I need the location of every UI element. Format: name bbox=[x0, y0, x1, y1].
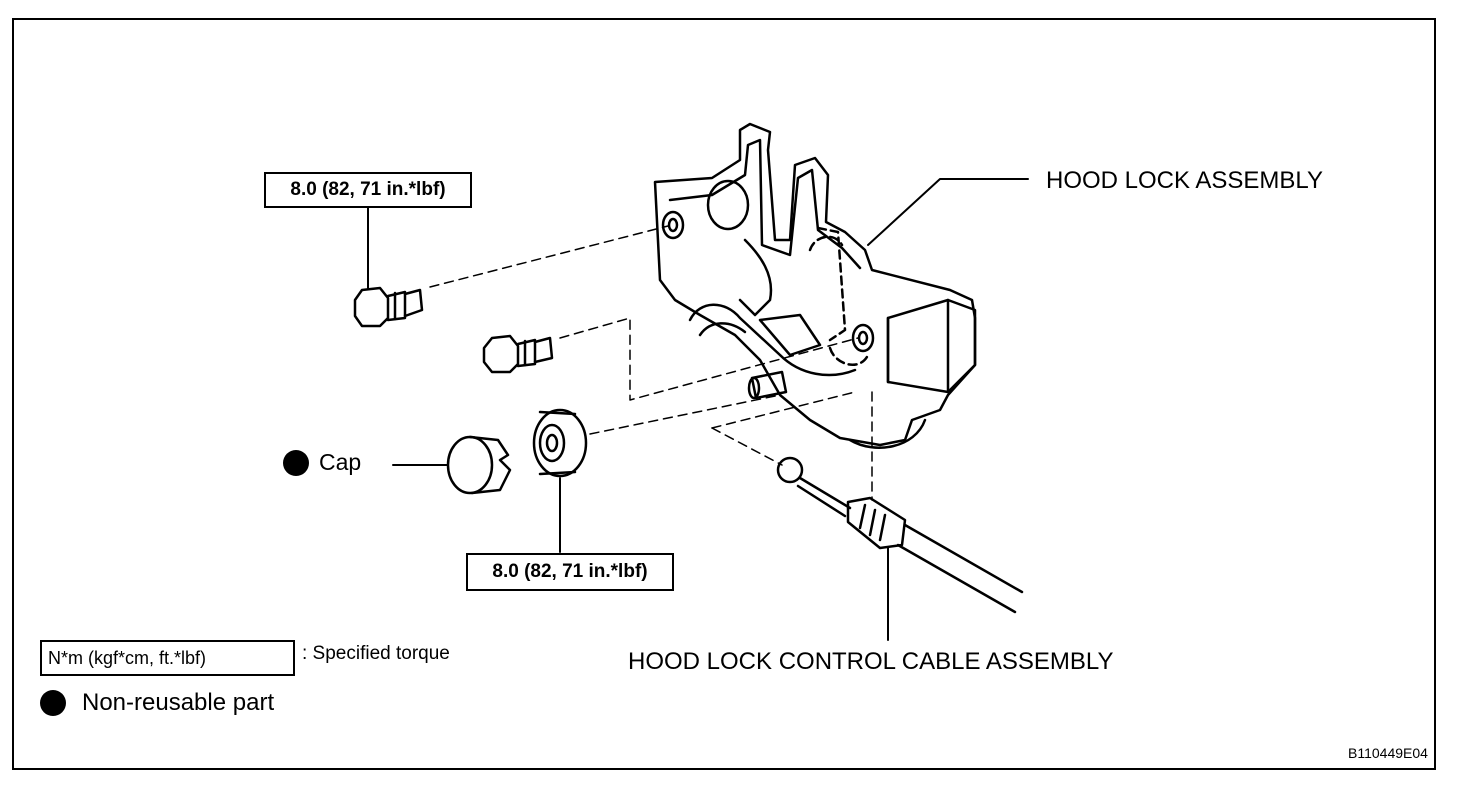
cap-label: Cap bbox=[319, 449, 362, 475]
legend-torque-unit: N*m (kgf*cm, ft.*lbf) bbox=[48, 647, 207, 668]
cap-part bbox=[446, 435, 512, 495]
control-cable-drawing bbox=[776, 456, 1024, 614]
bushing bbox=[532, 408, 588, 478]
figure-id: B110449E04 bbox=[1348, 745, 1428, 761]
torque-spec-lower: 8.0 (82, 71 in.*lbf) bbox=[466, 553, 674, 591]
non-reusable-dot-icon bbox=[283, 450, 309, 476]
diagram-frame bbox=[12, 18, 1436, 770]
middle-bolt bbox=[482, 334, 554, 374]
torque-spec-upper-text: 8.0 (82, 71 in.*lbf) bbox=[290, 179, 446, 200]
legend-non-reusable-dot-icon bbox=[40, 690, 66, 716]
legend-torque-desc: : Specified torque bbox=[302, 643, 450, 664]
hood-lock-control-cable-assembly-label: HOOD LOCK CONTROL CABLE ASSEMBLY bbox=[628, 648, 1114, 675]
legend-torque-box: N*m (kgf*cm, ft.*lbf) bbox=[40, 640, 295, 676]
leader-lines bbox=[367, 178, 1029, 641]
torque-spec-lower-text: 8.0 (82, 71 in.*lbf) bbox=[492, 561, 648, 582]
hood-lock-assembly-drawing bbox=[653, 122, 977, 449]
assembly-guide-lines bbox=[429, 225, 873, 501]
upper-bolt bbox=[353, 286, 424, 328]
torque-spec-upper: 8.0 (82, 71 in.*lbf) bbox=[264, 172, 472, 208]
hood-lock-assembly-label: HOOD LOCK ASSEMBLY bbox=[1046, 167, 1323, 194]
legend-non-reusable-label: Non-reusable part bbox=[82, 689, 275, 716]
